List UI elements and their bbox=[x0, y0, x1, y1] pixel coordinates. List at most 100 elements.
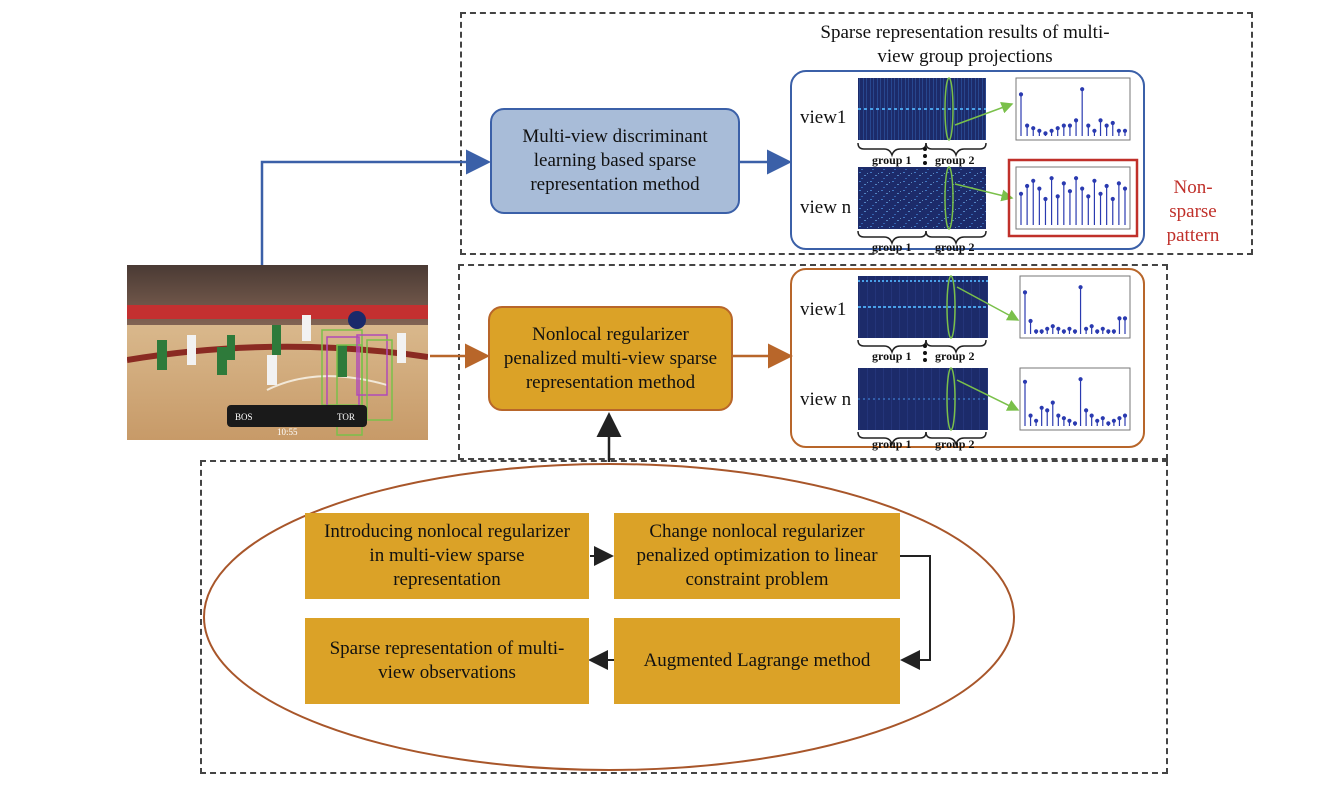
middle-method-label: Nonlocal regularizer penalized multi-vie… bbox=[503, 323, 718, 393]
top-viewn-stem-marker bbox=[1116, 181, 1121, 186]
top-viewn-stem-marker bbox=[1018, 191, 1024, 196]
top-dashed-region bbox=[460, 12, 1253, 255]
middle-view1-stem-marker bbox=[1045, 326, 1050, 331]
middle-view1-stem-marker bbox=[1084, 326, 1089, 331]
top-viewn-stem-marker bbox=[1031, 178, 1036, 183]
top-view1-stem-marker bbox=[1025, 123, 1030, 128]
middle-viewn-stem-marker bbox=[1034, 418, 1039, 423]
middle-view1-stem-marker bbox=[1039, 329, 1044, 334]
top-view1-group1-label: group 1 bbox=[872, 153, 912, 167]
middle-view1-stem-marker bbox=[1111, 329, 1116, 334]
bottom-dashed-region bbox=[200, 460, 1168, 774]
top-view1-stem-marker bbox=[1073, 118, 1079, 123]
top-view1-heatmap bbox=[858, 77, 986, 141]
top-viewn-stem-marker bbox=[1025, 183, 1030, 189]
top-view1-group2-label: group 2 bbox=[935, 153, 975, 167]
top-viewn-group1-label: group 1 bbox=[872, 240, 912, 254]
top-viewn-stem-marker bbox=[1037, 186, 1042, 191]
scoreboard-clock: 10:55 bbox=[277, 427, 298, 437]
middle-view1-group2-label: group 2 bbox=[935, 349, 975, 363]
top-view1-stem-marker bbox=[1037, 128, 1042, 133]
step-sparse-representation-label: Sparse representation of multi-view obse… bbox=[329, 638, 565, 683]
scoreboard-home: BOS bbox=[235, 412, 253, 422]
middle-viewn-stem-marker bbox=[1056, 413, 1061, 418]
middle-viewn-stem-marker bbox=[1089, 413, 1094, 418]
middle-view1-label: view1 bbox=[800, 299, 847, 320]
process-ellipse bbox=[203, 463, 1015, 771]
middle-viewn-group1-label: group 1 bbox=[872, 437, 912, 451]
middle-view1-stem-marker bbox=[1117, 316, 1122, 321]
middle-viewn-stem-marker bbox=[1022, 379, 1028, 384]
top-view1-stem-marker bbox=[1110, 120, 1115, 126]
top-viewn-label: view n bbox=[800, 197, 852, 218]
middle-view1-stem-marker bbox=[1095, 329, 1100, 334]
top-viewn-stem-marker bbox=[1086, 194, 1091, 199]
middle-viewn-stem-marker bbox=[1050, 400, 1055, 405]
middle-view1-heatmap bbox=[858, 275, 988, 339]
non-sparse-highlight bbox=[1007, 158, 1139, 238]
top-view1-stem-marker bbox=[1086, 123, 1091, 128]
middle-viewn-stem-marker bbox=[1084, 408, 1089, 413]
middle-view1-stem-marker bbox=[1056, 326, 1061, 331]
top-view1-stem-marker bbox=[1098, 118, 1103, 123]
middle-view1-group1-label: group 1 bbox=[872, 349, 912, 363]
top-view1-stem-marker bbox=[1018, 92, 1024, 97]
step-linear-constraint-label: Change nonlocal regularizer penalized op… bbox=[636, 521, 878, 590]
middle-viewn-stem-marker bbox=[1117, 416, 1122, 421]
basketball-video-frame: BOS TOR 10:55 bbox=[127, 265, 428, 440]
results-title: Sparse representation results of multi-v… bbox=[820, 22, 1110, 67]
middle-view1-stem-marker bbox=[1106, 329, 1111, 334]
middle-dashed-region bbox=[458, 264, 1168, 460]
top-viewn-stem-marker bbox=[1104, 183, 1109, 189]
middle-viewn-stem-marker bbox=[1067, 418, 1072, 423]
middle-method-box: Nonlocal regularizer penalized multi-vie… bbox=[488, 306, 733, 411]
top-view1-stem-marker bbox=[1055, 126, 1060, 131]
step-introduce-nonlocal-box: Introducing nonlocal regularizer in mult… bbox=[305, 513, 589, 599]
middle-viewn-label: view n bbox=[800, 389, 852, 410]
middle-viewn-group2-label: group 2 bbox=[935, 437, 975, 451]
step-augmented-lagrange-box: Augmented Lagrange method bbox=[614, 618, 900, 704]
top-view1-label: view1 bbox=[800, 107, 847, 128]
step-sparse-representation-box: Sparse representation of multi-view obse… bbox=[305, 618, 589, 704]
middle-viewn-heatmap bbox=[858, 367, 988, 431]
middle-view1-stem-marker bbox=[1022, 290, 1028, 295]
middle-viewn-stem-marker bbox=[1095, 418, 1100, 423]
top-view1-stem-marker bbox=[1043, 131, 1048, 136]
middle-view1-stem-marker bbox=[1089, 324, 1094, 329]
top-view1-stem-marker bbox=[1116, 128, 1121, 133]
top-viewn-stem-marker bbox=[1080, 186, 1085, 191]
top-viewn-stem-marker bbox=[1092, 178, 1097, 183]
top-viewn-stem-marker bbox=[1110, 196, 1115, 202]
middle-viewn-stem-marker bbox=[1122, 413, 1128, 418]
middle-view1-stem-marker bbox=[1100, 326, 1105, 331]
top-viewn-group2-label: group 2 bbox=[935, 240, 975, 254]
top-viewn-stem-marker bbox=[1055, 194, 1060, 199]
top-viewn-stem-marker bbox=[1098, 191, 1103, 196]
top-results-panel bbox=[790, 70, 1145, 250]
middle-view1-stem-marker bbox=[1072, 329, 1078, 334]
top-view1-stem-marker bbox=[1049, 128, 1054, 133]
top-view1-stem-marker bbox=[1067, 123, 1073, 128]
top-viewn-stem-marker bbox=[1122, 186, 1128, 191]
middle-viewn-stem-marker bbox=[1061, 416, 1066, 421]
middle-view1-stem-marker bbox=[1061, 329, 1066, 334]
top-viewn-stem-marker bbox=[1043, 196, 1048, 202]
middle-viewn-stem-marker bbox=[1028, 413, 1033, 418]
middle-view1-stem-marker bbox=[1050, 324, 1055, 329]
middle-viewn-stem-marker bbox=[1111, 418, 1116, 423]
top-viewn-stem-marker bbox=[1061, 181, 1066, 186]
top-viewn-heatmap bbox=[858, 166, 986, 230]
step2-to-step3-arrow bbox=[900, 555, 931, 670]
middle-view1-stem-marker bbox=[1067, 326, 1072, 331]
middle-viewn-stem-marker bbox=[1039, 405, 1044, 410]
scoreboard-away: TOR bbox=[337, 412, 355, 422]
top-view1-stem-marker bbox=[1061, 123, 1066, 128]
middle-viewn-stem-marker bbox=[1106, 421, 1111, 426]
top-viewn-stem-marker bbox=[1067, 189, 1073, 194]
middle-view1-stem-marker bbox=[1028, 318, 1033, 324]
top-viewn-stem-marker bbox=[1049, 176, 1054, 181]
top-view1-stem-marker bbox=[1080, 87, 1085, 92]
top-method-box: Multi-view discriminant learning based s… bbox=[490, 108, 740, 214]
